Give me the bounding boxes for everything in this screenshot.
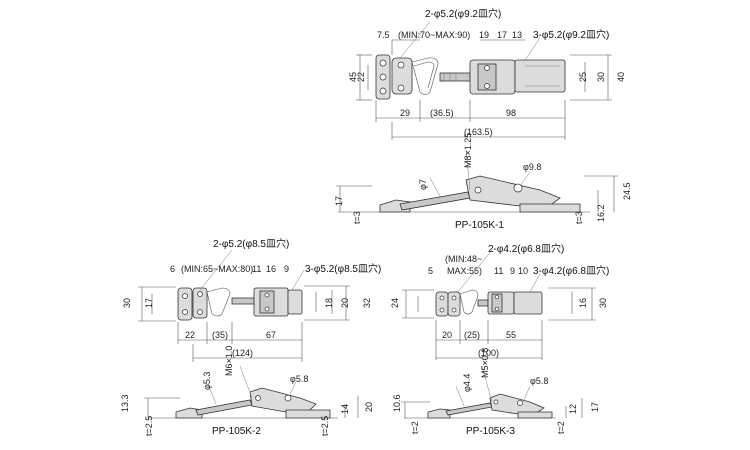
k3-t-right: t=2 bbox=[556, 421, 566, 434]
k1-dim-29: 29 bbox=[400, 108, 410, 118]
k3-range-line-1: (MIN:48~ bbox=[445, 254, 482, 264]
pp-105k-3-side-view bbox=[401, 365, 583, 419]
k1-bolt-label: M8×1.25 bbox=[463, 133, 473, 168]
k1-t-left: t=3 bbox=[352, 211, 362, 224]
k1-side-dim-17: 17 bbox=[334, 196, 344, 206]
k1-dim-16-2: 16.2 bbox=[596, 204, 606, 222]
k2-phi5-8-label: φ5.8 bbox=[290, 374, 308, 384]
k3-dim-100: (100) bbox=[478, 348, 499, 358]
k2-t-right: t=2.5 bbox=[320, 416, 330, 436]
k1-dim-36-5: (36.5) bbox=[430, 108, 454, 118]
k2-dim-16: 16 bbox=[266, 264, 276, 274]
k2-dim-13-3: 13.3 bbox=[120, 394, 130, 412]
pp-105k-1-side-view bbox=[336, 149, 618, 213]
k1-dim-25: 25 bbox=[578, 72, 588, 82]
k1-dim-40: 40 bbox=[616, 72, 626, 82]
k1-dim-163-5: (163.5) bbox=[464, 127, 493, 137]
k3-model-name: PP-105K-3 bbox=[466, 426, 515, 437]
k3-dim-25: (25) bbox=[464, 330, 480, 340]
k2-dim-11: 11 bbox=[252, 264, 261, 274]
k1-t-right: t=3 bbox=[574, 211, 584, 224]
k2-dim-18: 18 bbox=[324, 298, 334, 308]
k1-model-name: PP-105K-1 bbox=[455, 220, 504, 231]
k2-dim-30: 30 bbox=[122, 298, 132, 308]
k3-dim-24: 24 bbox=[390, 298, 400, 308]
k3-dim-20: 20 bbox=[442, 330, 452, 340]
k3-dim-5: 5 bbox=[428, 266, 433, 276]
k3-phi4-4-label: φ4.4 bbox=[462, 374, 472, 392]
k2-phi5-3-label: φ5.3 bbox=[202, 372, 212, 390]
k1-dim-22: 22 bbox=[356, 72, 366, 82]
k1-range-label: (MIN:70~MAX:90) bbox=[398, 30, 470, 40]
k3-side-dim-12: 12 bbox=[568, 404, 578, 414]
k1-hole-right-label: 3-φ5.2(φ9.2皿穴) bbox=[533, 28, 609, 41]
k2-dim-9: 9 bbox=[284, 264, 289, 274]
k2-range-label: (MIN:65~MAX:80) bbox=[181, 264, 253, 274]
k2-dim-22: 22 bbox=[185, 330, 195, 340]
pp-105k-3-top-view bbox=[402, 249, 596, 360]
k2-bolt-label: M6×1.0 bbox=[224, 346, 234, 376]
k2-hole-right-label: 3-φ5.2(φ8.5皿穴) bbox=[305, 262, 381, 275]
pp-105k-2-side-view bbox=[144, 365, 359, 419]
k3-dim-9: 9 bbox=[510, 266, 515, 276]
k3-dim-11: 11 bbox=[494, 266, 503, 276]
k1-dim-98: 98 bbox=[506, 108, 516, 118]
k3-range-line-2: MAX:55) bbox=[447, 266, 482, 276]
k3-dim-30: 30 bbox=[598, 298, 608, 308]
k3-t-left: t=2 bbox=[410, 421, 420, 434]
pp-105k-2-top-view bbox=[138, 249, 350, 362]
k1-hole-left-label: 2-φ5.2(φ9.2皿穴) bbox=[425, 7, 501, 20]
k2-dim-6: 6 bbox=[170, 264, 175, 274]
k3-bolt-label: M5×0.8 bbox=[480, 348, 490, 378]
k3-hole-right-label: 3-φ4.2(φ6.8皿穴) bbox=[533, 264, 609, 277]
k3-side-dim-17: 17 bbox=[590, 402, 600, 412]
k1-dim-13: 13 bbox=[512, 30, 522, 40]
k1-dim-24-5: 24.5 bbox=[622, 182, 632, 200]
k2-dim-20: 20 bbox=[340, 298, 350, 308]
k3-dim-55: 55 bbox=[506, 330, 516, 340]
k2-dim-35: (35) bbox=[212, 330, 228, 340]
k1-phi9-8-label: φ9.8 bbox=[523, 162, 541, 172]
k1-dim-17: 17 bbox=[497, 30, 507, 40]
pp-105k-1-top-view bbox=[356, 21, 612, 140]
k1-dim-19: 19 bbox=[479, 30, 489, 40]
k2-hole-left-label: 2-φ5.2(φ8.5皿穴) bbox=[213, 237, 289, 250]
k2-dim-67: 67 bbox=[266, 330, 276, 340]
k2-side-dim-20: 20 bbox=[364, 402, 374, 412]
k3-dim-10: 10 bbox=[518, 266, 528, 276]
k2-dim-32: 32 bbox=[362, 298, 372, 308]
k1-dim-7-5: 7.5 bbox=[377, 30, 390, 40]
k1-dim-45: 45 bbox=[348, 72, 358, 82]
k3-dim-16: 16 bbox=[578, 298, 588, 308]
k2-side-dim-14: 14 bbox=[340, 404, 350, 414]
k3-phi5-8-label: φ5.8 bbox=[530, 376, 548, 386]
k2-dim-17: 17 bbox=[144, 298, 154, 308]
k3-dim-10-6: 10.6 bbox=[392, 394, 402, 412]
k1-dim-30: 30 bbox=[596, 72, 606, 82]
k2-model-name: PP-105K-2 bbox=[212, 426, 261, 437]
k2-t-left: t=2.5 bbox=[144, 416, 154, 436]
k3-hole-left-label: 2-φ4.2(φ6.8皿穴) bbox=[488, 242, 564, 255]
k2-dim-124: (124) bbox=[232, 348, 253, 358]
k1-phi7-label: φ7 bbox=[418, 179, 428, 190]
